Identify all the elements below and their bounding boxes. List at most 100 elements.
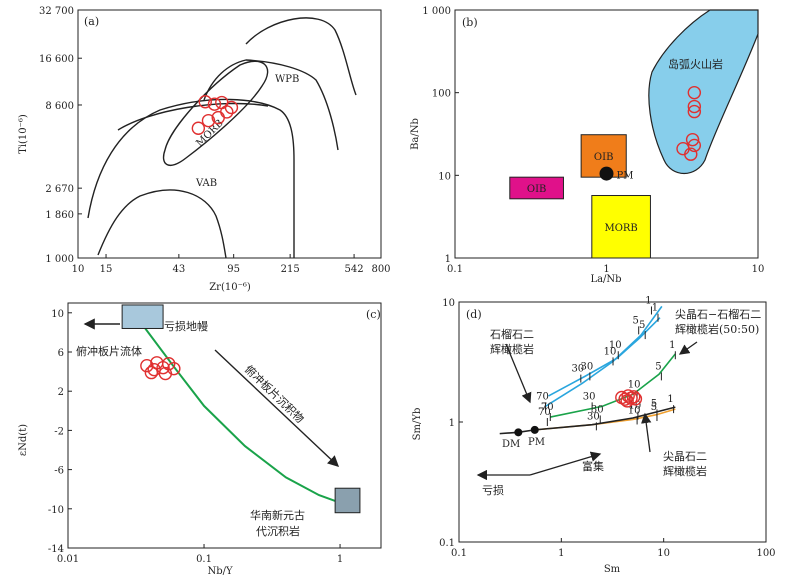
pm-label-d: PM bbox=[528, 437, 545, 448]
field-box-oib bbox=[509, 176, 564, 200]
panel-d-ticks: 0.1 1 10 100 0.1 1 10 bbox=[439, 298, 775, 559]
y-tick-label: 1 bbox=[445, 254, 451, 265]
melting-curve bbox=[550, 353, 676, 418]
sample-point bbox=[687, 104, 702, 119]
panel-a-points bbox=[191, 95, 239, 135]
panel-a-frame bbox=[77, 9, 382, 259]
sample-point bbox=[162, 357, 176, 371]
panel-a-label: (a) bbox=[84, 15, 99, 28]
sample-point bbox=[207, 97, 222, 111]
x-tick-label: 1 bbox=[558, 548, 564, 559]
spinel-garnet-arrow bbox=[678, 341, 698, 355]
melt-percent-label: 70 bbox=[538, 407, 551, 418]
melt-percent-label: 5 bbox=[632, 315, 638, 326]
sample-point bbox=[620, 394, 634, 408]
y-tick-label: -14 bbox=[48, 544, 64, 555]
spinel-arrow bbox=[641, 412, 652, 453]
y-tick-label: -10 bbox=[48, 505, 64, 516]
sample-point bbox=[684, 147, 698, 161]
wpb-field bbox=[245, 17, 357, 96]
sample-point bbox=[687, 85, 702, 100]
melt-percent-label: 10 bbox=[604, 346, 617, 357]
sample-point bbox=[220, 105, 234, 119]
sample-point bbox=[687, 99, 702, 114]
y-tick-label: 1 000 bbox=[45, 254, 74, 265]
panel-d-reference-points bbox=[514, 425, 539, 437]
spinel-garnet-label-2: 辉橄榄岩(50:50) bbox=[675, 322, 759, 336]
sample-point bbox=[191, 121, 206, 135]
panel-c-frame bbox=[67, 302, 382, 549]
x-tick-label: 10 bbox=[72, 264, 85, 275]
garnet-label-2: 辉橄榄岩 bbox=[490, 342, 534, 356]
sample-point bbox=[621, 389, 635, 403]
melt-percent-label: 30 bbox=[583, 391, 596, 402]
x-tick-label: 10 bbox=[752, 264, 765, 275]
melt-percent-label: 5 bbox=[651, 402, 657, 413]
dm-label: DM bbox=[502, 439, 520, 450]
pm-point bbox=[599, 166, 614, 181]
x-tick-label: 100 bbox=[756, 548, 775, 559]
neoproterozoic-label-2: 代沉积岩 bbox=[256, 524, 300, 538]
melt-percent-label: 5 bbox=[651, 398, 657, 409]
depleted-mantle-label: 亏损地幔 bbox=[164, 319, 208, 333]
melt-percent-label: 10 bbox=[629, 401, 642, 412]
panel-b-xlabel: La/Nb bbox=[590, 274, 621, 285]
reference-point-dm bbox=[514, 428, 523, 437]
y-tick-label: 6 bbox=[58, 348, 64, 359]
panel-b-label: (b) bbox=[462, 16, 478, 29]
island-arc-field bbox=[648, 9, 759, 175]
melt-percent-label: 1 bbox=[645, 295, 651, 306]
enriched-label: 富集 bbox=[582, 459, 604, 473]
sample-point bbox=[685, 132, 700, 147]
y-tick-label: -2 bbox=[54, 426, 64, 437]
reference-point-pm bbox=[530, 425, 539, 434]
y-tick-label: 8 600 bbox=[45, 101, 74, 112]
x-tick-label: 10 bbox=[657, 548, 670, 559]
melt-percent-label: 30 bbox=[587, 411, 600, 422]
field-box-label: MORB bbox=[604, 223, 637, 234]
vab-field bbox=[87, 98, 295, 258]
sample-point bbox=[198, 95, 212, 109]
melting-curve bbox=[548, 317, 661, 397]
sample-point bbox=[144, 365, 159, 380]
panel-c-label: (c) bbox=[366, 308, 381, 321]
melt-percent-label: 1 bbox=[667, 394, 673, 405]
y-tick-label: 0.1 bbox=[439, 538, 455, 549]
sediment-arrow bbox=[214, 349, 340, 467]
panel-c-points bbox=[140, 356, 181, 381]
panel-d-ylabel: Sm/Yb bbox=[412, 408, 423, 441]
panel-b-points bbox=[676, 85, 702, 161]
morb-field bbox=[162, 60, 269, 167]
x-tick-label: 43 bbox=[172, 264, 185, 275]
y-tick-label: 1 860 bbox=[45, 210, 74, 221]
panel-d-points bbox=[615, 389, 643, 408]
x-tick-label: 215 bbox=[281, 264, 300, 275]
melt-percent-label: 5 bbox=[655, 361, 661, 372]
y-tick-label: 2 bbox=[58, 387, 64, 398]
panel-d-label: (d) bbox=[466, 308, 482, 321]
wpb-label: WPB bbox=[275, 74, 299, 85]
pm-label: PM bbox=[617, 171, 634, 182]
panel-b-ylabel: Ba/Nb bbox=[410, 118, 421, 150]
field-box-label: OIB bbox=[527, 184, 547, 195]
sample-point bbox=[167, 361, 181, 376]
x-tick-label: 0.01 bbox=[57, 554, 79, 565]
panel-c-xlabel: Nb/Y bbox=[207, 566, 233, 577]
x-tick-label: 95 bbox=[227, 264, 240, 275]
x-tick-label: 0.1 bbox=[451, 548, 467, 559]
y-tick-label: 10 bbox=[438, 171, 451, 182]
depleted-label: 亏损 bbox=[482, 483, 504, 497]
y-tick-label: 100 bbox=[432, 89, 451, 100]
panel-a-xlabel: Zr(10⁻⁶) bbox=[209, 282, 251, 293]
island-arc-label: 岛弧火山岩 bbox=[668, 57, 723, 71]
sample-point bbox=[628, 392, 643, 406]
sample-point bbox=[687, 138, 702, 153]
y-tick-label: 16 600 bbox=[39, 54, 74, 65]
y-tick-label: 32 700 bbox=[39, 6, 74, 17]
melt-percent-label: 70 bbox=[541, 402, 554, 413]
